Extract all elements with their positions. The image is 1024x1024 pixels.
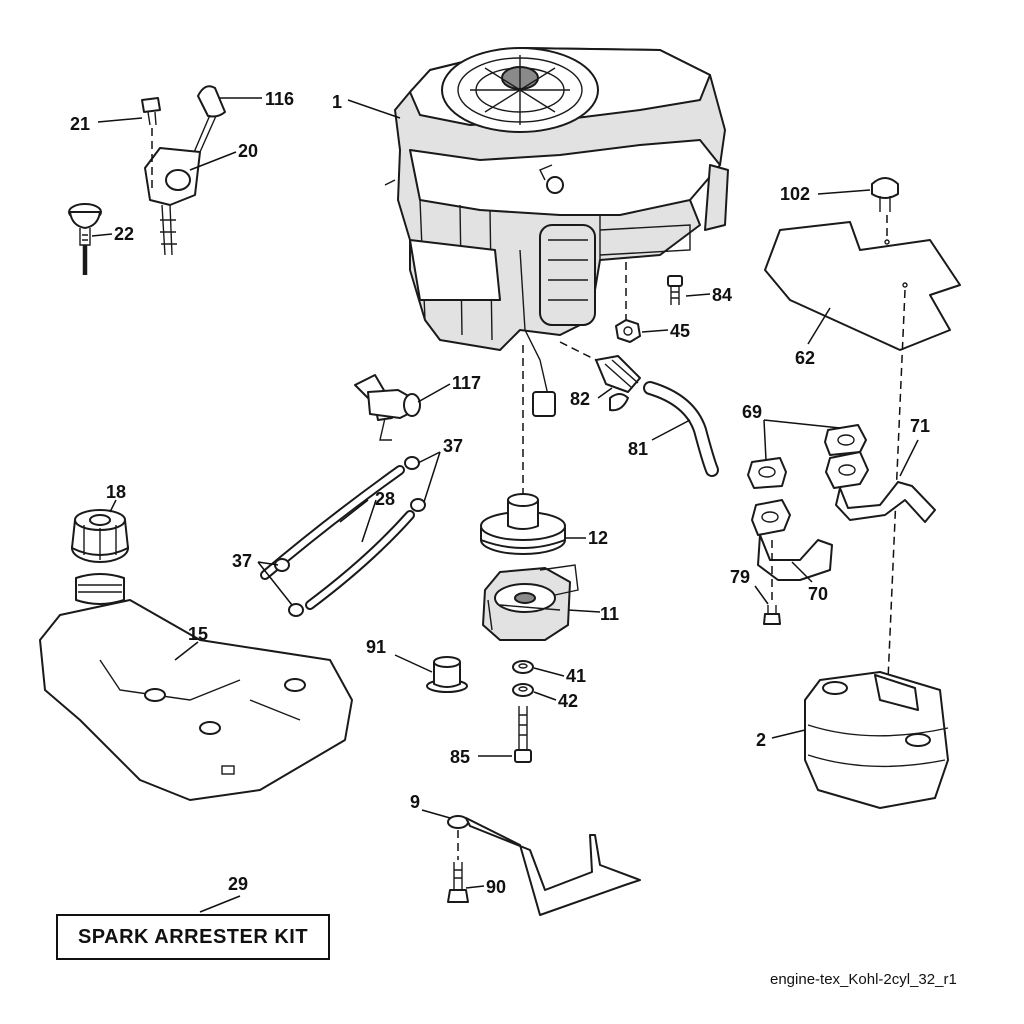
- fuel-filter-82: [595, 355, 641, 412]
- bushing-91: [426, 656, 468, 693]
- bolt-79: [763, 605, 781, 625]
- leader-9: [421, 809, 451, 819]
- electric-clutch-11: [482, 564, 579, 641]
- callout-11: 11: [600, 604, 619, 624]
- leader-28a: [339, 499, 369, 523]
- callout-9: 9: [410, 792, 420, 812]
- leader-2: [771, 729, 806, 739]
- callout-91: 91: [366, 637, 386, 657]
- bolt-90: [447, 862, 469, 903]
- callout-18: 18: [106, 482, 126, 502]
- leader-91: [394, 654, 433, 673]
- callout-79: 79: [730, 567, 750, 587]
- leader-102: [817, 189, 871, 195]
- bracket-rod-9: [447, 815, 641, 916]
- choke-knob-22: [68, 203, 102, 275]
- leader-62: [807, 307, 831, 345]
- washer-41: [512, 660, 534, 674]
- washer-42: [512, 683, 534, 697]
- leader-71: [899, 439, 919, 477]
- callout-116: 116: [265, 89, 294, 109]
- callout-1: 1: [332, 92, 342, 112]
- callout-15: 15: [188, 624, 208, 644]
- leader-37a: [417, 451, 441, 503]
- leader-18: [109, 499, 117, 513]
- leader-41: [533, 667, 565, 677]
- image-reference: engine-tex_Kohl-2cyl_32_r1: [770, 971, 957, 988]
- fuel-hose-81: [643, 381, 719, 477]
- callout-82: 82: [570, 389, 590, 409]
- callout-37a: 37: [443, 436, 463, 456]
- callout-81: 81: [628, 439, 648, 459]
- muffler-2: [804, 671, 949, 809]
- leader-28b: [361, 499, 377, 543]
- callout-42: 42: [558, 691, 578, 711]
- callout-41: 41: [566, 666, 586, 686]
- callout-28: 28: [375, 489, 395, 509]
- leader-117: [417, 383, 451, 403]
- callout-21: 21: [70, 114, 90, 134]
- bolt-84: [667, 275, 683, 305]
- callout-70: 70: [808, 584, 828, 604]
- pulley-12: [480, 493, 566, 555]
- callout-45: 45: [670, 321, 690, 341]
- nut-45: [615, 319, 641, 343]
- leader-42: [533, 691, 557, 701]
- shutoff-valve-117: [354, 374, 421, 441]
- callout-90: 90: [486, 877, 506, 897]
- engine-assembly: [384, 47, 729, 417]
- leader-90: [465, 885, 485, 889]
- spark-arrester-kit-label: SPARK ARRESTER KIT: [56, 914, 330, 960]
- leader-1: [347, 99, 401, 119]
- leader-79: [754, 585, 769, 605]
- callout-12: 12: [588, 528, 608, 548]
- fuel-tank-15: [39, 573, 353, 801]
- callout-102: 102: [780, 184, 810, 204]
- callout-85: 85: [450, 747, 470, 767]
- leader-81: [651, 419, 691, 441]
- exhaust-pipe-71: [825, 451, 936, 523]
- callout-2: 2: [756, 730, 766, 750]
- leader-11: [567, 609, 601, 613]
- leader-22: [91, 233, 113, 237]
- callout-20: 20: [238, 141, 258, 161]
- leader-84: [685, 293, 711, 297]
- throttle-control: [141, 85, 226, 256]
- callout-29: 29: [228, 874, 248, 894]
- gaskets-69: [747, 424, 867, 489]
- callout-69: 69: [742, 402, 762, 422]
- exhaust-pipe-70: [751, 499, 833, 581]
- hose-clamps-37: [274, 456, 426, 617]
- leader-21: [97, 117, 143, 123]
- callout-117: 117: [452, 373, 481, 393]
- leader-70: [791, 561, 813, 583]
- bolt-85: [514, 706, 532, 763]
- leader-69: [763, 419, 841, 461]
- heat-shield-62: [764, 221, 961, 351]
- leader-15: [174, 641, 199, 661]
- knob-102: [871, 177, 899, 212]
- fuel-cap-18: [71, 509, 129, 563]
- callout-71: 71: [910, 416, 930, 436]
- leader-45: [641, 329, 669, 333]
- callout-62: 62: [795, 348, 815, 368]
- callout-22: 22: [114, 224, 134, 244]
- callout-84: 84: [712, 285, 732, 305]
- leader-37b: [257, 561, 293, 606]
- leader-29: [199, 895, 241, 913]
- leader-20: [189, 151, 237, 171]
- leader-82: [597, 387, 613, 399]
- callout-37b: 37: [232, 551, 252, 571]
